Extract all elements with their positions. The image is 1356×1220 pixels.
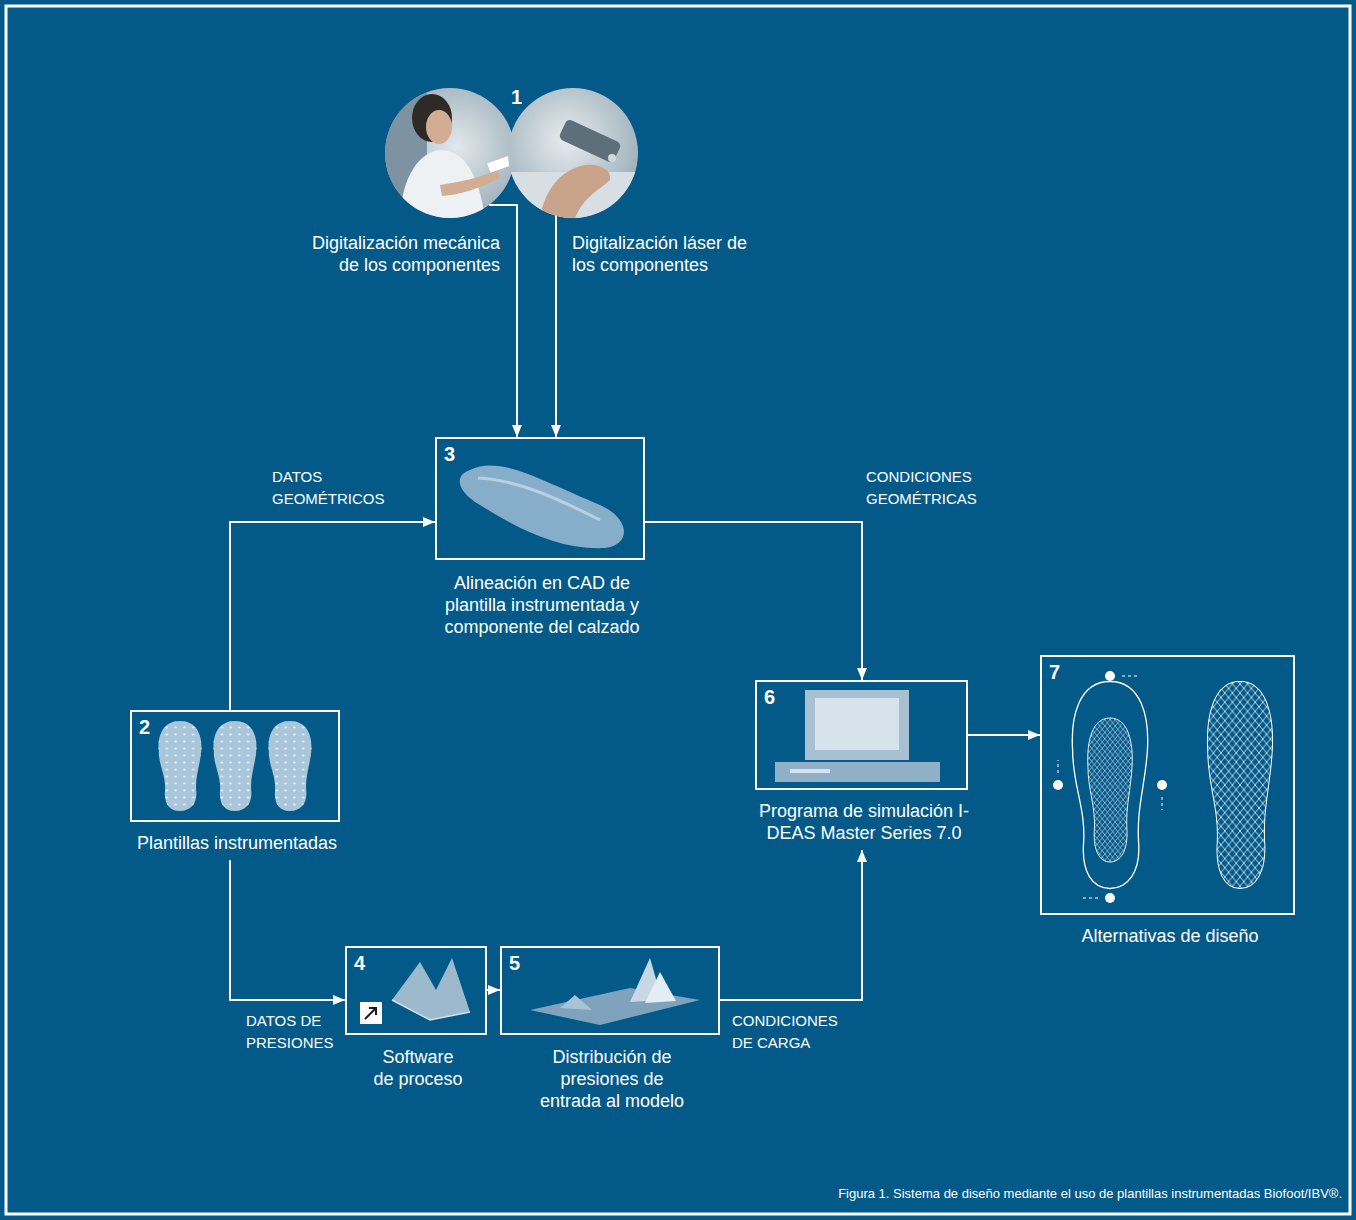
process-box: 6Programa de simulación I-DEAS Master Se… [755,680,968,790]
photo-circle: Digitalización mecánica de los component… [385,88,515,218]
process-box: 7Alternativas de diseño [1040,655,1295,915]
photo-circle: Digitalización láser de los componentes [508,88,638,218]
pressure-distribution-plot-part [560,995,592,1010]
mechanical-digitizing-photo [385,88,519,218]
insole-alignment-icon-part [478,478,600,520]
step-label: Programa de simulación I-DEAS Master Ser… [754,800,974,844]
insole-alignment-icon [460,465,624,548]
design-alternatives-figure-part [1105,893,1115,903]
laser-digitizing-photo-part [508,88,638,218]
process-box: 2Plantillas instrumentadas [130,710,340,822]
laser-digitizing-photo-part [558,118,622,163]
software-icon-part [360,1002,382,1024]
step-number: 7 [1049,661,1060,683]
edge-label: DATOS DE PRESIONES [246,1010,338,1054]
instrumented-insoles-icon [159,721,312,811]
edge-label: CONDICIONES DE CARGA [732,1010,852,1054]
instrumented-insoles-icon-part [214,721,257,811]
step-label: Distribución de presiones de entrada al … [532,1046,692,1112]
step-number: 6 [764,686,775,708]
step-label: Alternativas de diseño [1040,925,1300,947]
mechanical-digitizing-photo-part [426,110,452,144]
step-number: 3 [444,443,455,465]
software-icon-part [392,958,470,1020]
step-label: Digitalización mecánica de los component… [300,232,500,276]
design-alternatives-figure-part [1053,780,1063,790]
design-alternatives-figure-part [1207,682,1272,889]
computer-icon-part [805,690,909,760]
instrumented-insoles-icon-part [159,721,202,811]
figure-caption: Figura 1. Sistema de diseño mediante el … [838,1186,1342,1202]
design-alternatives-figure [1053,671,1273,903]
instrumented-insoles-icon-part [159,721,202,811]
instrumented-insoles-icon-part [269,721,312,811]
laser-digitizing-photo-part [608,154,616,162]
process-box: 5Distribución de presiones de entrada al… [500,946,720,1035]
instrumented-insoles-icon-part [269,721,312,811]
software-icon-part [365,1008,376,1019]
step-number: 4 [354,952,365,974]
step-number: 2 [139,716,150,738]
mechanical-digitizing-photo-part [385,88,515,218]
laser-digitizing-photo [508,88,638,218]
computer-icon-part [815,698,899,750]
page-frame [6,6,1350,1214]
step-label: Plantillas instrumentadas [87,832,387,854]
computer-icon [775,690,940,782]
edge-label: DATOS GEOMÉTRICOS [272,466,402,510]
flow-arrow [968,734,1040,736]
instrumented-insoles-icon-part [214,721,257,811]
step-label: Alineación en CAD de plantilla instrumen… [431,572,653,638]
pressure-distribution-plot [530,958,700,1025]
process-box: 4Software de proceso [345,946,487,1035]
step-label: Digitalización láser de los componentes [572,232,754,276]
callout-number: 1 [511,86,522,108]
software-icon-part [392,1000,470,1020]
pressure-distribution-plot-part [645,972,676,1003]
step-number: 5 [509,952,520,974]
design-alternatives-figure-part [1058,676,1162,898]
design-alternatives-figure-part [1072,682,1147,889]
flow-arrow [230,522,435,710]
software-icon [360,958,470,1024]
insole-alignment-icon-part [460,465,624,548]
edge-label: CONDICIONES GEOMÉTRICAS [866,466,996,510]
pressure-distribution-plot-part [530,988,700,1025]
flow-arrow [720,850,862,1000]
computer-icon-part [790,769,830,773]
mechanical-digitizing-photo-part [440,170,500,196]
flow-arrow [555,216,557,437]
process-box: 3Alineación en CAD de plantilla instrume… [435,437,645,560]
computer-icon-part [775,762,940,782]
laser-digitizing-photo-part [540,165,610,218]
design-alternatives-figure-part [1105,671,1115,681]
step-label: Software de proceso [372,1046,464,1090]
flow-arrow [230,860,345,1000]
design-alternatives-figure-part [1157,780,1167,790]
design-alternatives-figure-part [1088,718,1133,862]
flow-arrow [645,522,862,680]
flow-arrow [487,989,500,991]
